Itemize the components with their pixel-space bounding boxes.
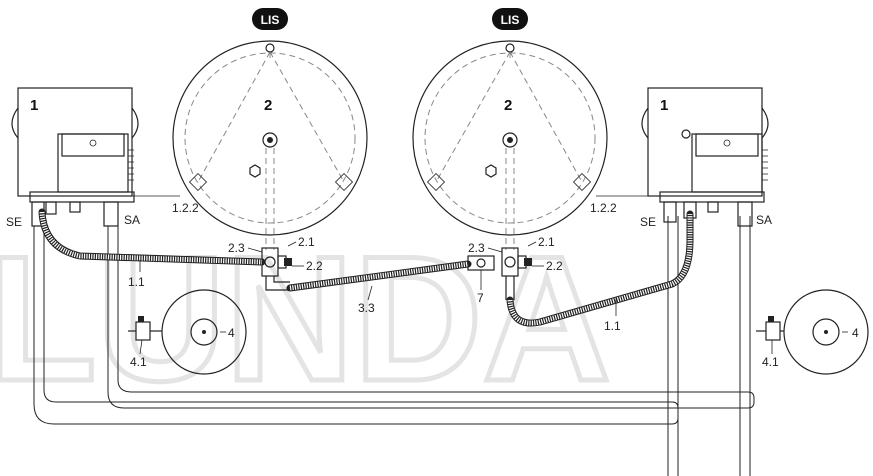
label-tank-right: 2 [504, 97, 512, 114]
label-vessel-right: 4 [852, 326, 859, 340]
lis-badge-right: LIS [492, 8, 528, 30]
label-se-left: SE [6, 215, 22, 229]
lis-badge-left: LIS [252, 8, 288, 30]
tank-left [172, 40, 368, 250]
label-valve-21-left: 2.1 [298, 235, 315, 249]
watermark-text: LUNDA [0, 219, 611, 418]
leader-lines [139, 241, 848, 355]
vessel-right [756, 289, 869, 375]
label-sa-left: SA [124, 213, 140, 227]
label-valve-22-left: 2.2 [306, 259, 323, 273]
vessel-left [128, 289, 247, 375]
label-se-right: SE [640, 215, 656, 229]
lis-text-right: LIS [501, 13, 520, 27]
valve-assembly-right [501, 247, 532, 300]
label-vessel-valve-right: 4.1 [762, 355, 779, 369]
label-tank-left: 2 [264, 97, 272, 114]
label-valve-23-left: 2.3 [228, 241, 245, 255]
label-sa-right: SA [756, 213, 772, 227]
hose-left [38, 208, 266, 266]
tank-right [412, 40, 608, 250]
lis-text-left: LIS [261, 13, 280, 27]
hose-right [506, 210, 694, 327]
label-valve-23-right: 2.3 [468, 241, 485, 255]
label-valve-22-right: 2.2 [546, 259, 563, 273]
label-valve-21-right: 2.1 [538, 235, 555, 249]
label-hose-middle: 3.3 [358, 301, 375, 315]
unit-right [641, 87, 769, 227]
label-hose-right: 1.1 [604, 319, 621, 333]
label-vessel-left: 4 [228, 326, 235, 340]
label-unit-left: 1 [30, 97, 38, 114]
label-line-right: 1.2.2 [590, 201, 617, 215]
label-valve-7: 7 [477, 291, 484, 305]
label-hose-left: 1.1 [128, 275, 145, 289]
label-line-left: 1.2.2 [172, 201, 199, 215]
label-vessel-valve-left: 4.1 [130, 355, 147, 369]
label-unit-right: 1 [660, 97, 668, 114]
unit-left [11, 87, 139, 227]
return-pipes [33, 216, 755, 476]
hose-middle [286, 260, 472, 292]
